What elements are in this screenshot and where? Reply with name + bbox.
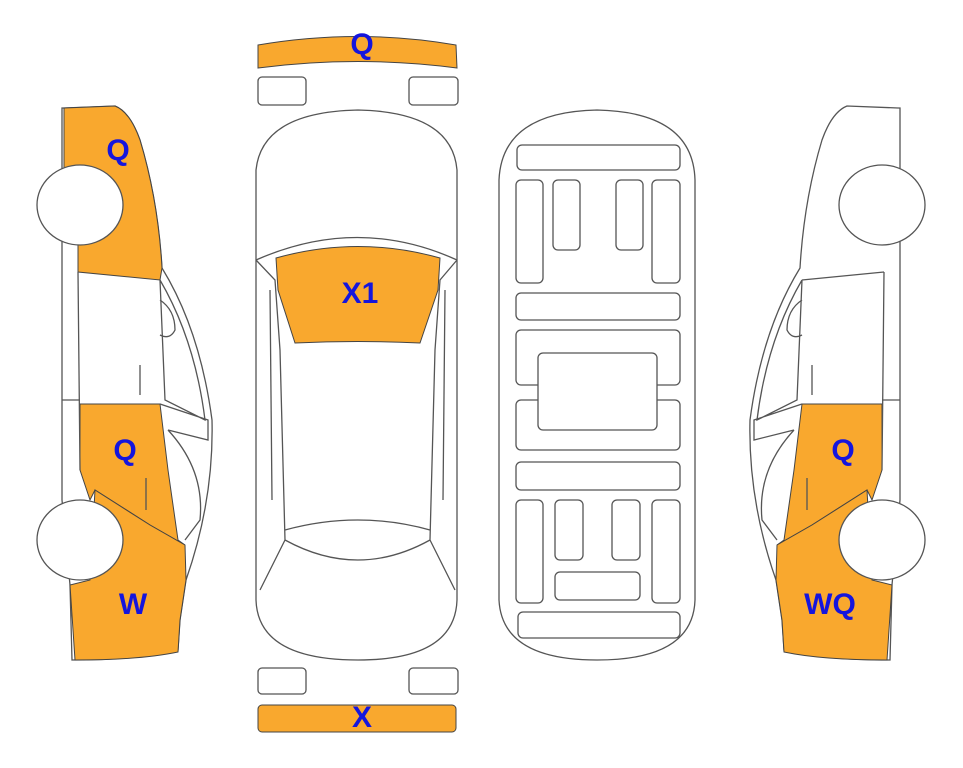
- right-rear-wheel: [838, 499, 926, 581]
- underside-panel: [615, 179, 644, 251]
- right-side-view: Q WQ: [749, 105, 926, 661]
- underside-panel: [515, 292, 681, 321]
- right-door-label: Q: [831, 434, 854, 467]
- front-left-light: [257, 76, 307, 106]
- right-front-wheel: [838, 164, 926, 246]
- top-body-outline: [255, 109, 458, 661]
- underside-panel: [552, 179, 581, 251]
- left-window-line: [62, 271, 209, 541]
- left-rear-label: W: [119, 588, 148, 621]
- underside-panel: [554, 499, 584, 561]
- right-rear-label: WQ: [804, 588, 856, 621]
- underside-panel: [517, 611, 681, 639]
- underside-panel: [515, 461, 681, 491]
- top-view: Q X1 X: [255, 28, 459, 734]
- underside-panel: [515, 499, 544, 604]
- underside-panel: [611, 499, 641, 561]
- windshield-damaged[interactable]: [275, 246, 441, 344]
- underside-panel: [554, 571, 641, 601]
- left-side-view: Q Q W: [36, 105, 213, 661]
- rear-right-light: [408, 667, 459, 695]
- front-bumper-damaged[interactable]: [257, 36, 458, 69]
- underside-view: [498, 109, 696, 661]
- rear-bumper-damaged[interactable]: [257, 704, 457, 733]
- underside-panel: [515, 179, 544, 284]
- left-front-label: Q: [106, 134, 129, 167]
- left-door-label: Q: [113, 434, 136, 467]
- front-right-light: [408, 76, 459, 106]
- underside-panel: [651, 179, 681, 284]
- underside-panel: [516, 144, 681, 171]
- underside-panel: [651, 499, 681, 604]
- top-body-lines: [255, 236, 458, 591]
- windshield-label: X1: [342, 277, 379, 310]
- rear-left-light: [257, 667, 307, 695]
- underside-center-panel: [537, 352, 658, 431]
- rear-bumper-label: X: [352, 701, 372, 734]
- front-bumper-label: Q: [350, 28, 373, 61]
- left-rear-wheel: [36, 499, 124, 581]
- left-front-wheel: [36, 164, 124, 246]
- right-window-line: [753, 271, 900, 541]
